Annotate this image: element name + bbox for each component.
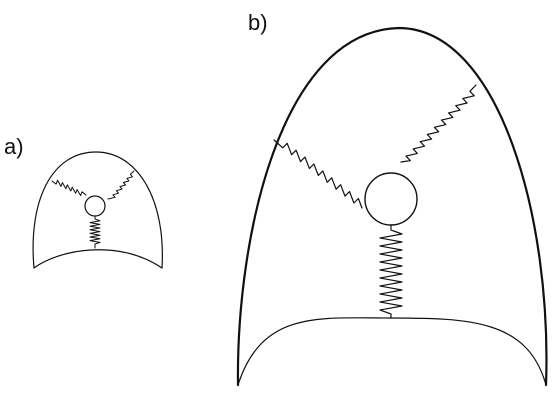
panel-b-ball — [364, 172, 418, 226]
panel-b-shell — [236, 26, 548, 387]
panel-label-b: b) — [248, 10, 268, 35]
panel-a-figure — [32, 151, 163, 269]
panel-a-spring-bottom — [89, 215, 101, 249]
panel-b-base — [237, 317, 547, 386]
panel-a-ball — [84, 195, 106, 217]
panel-a-shell — [32, 151, 163, 269]
panel-b-spring-left — [273, 139, 363, 209]
panel-a-base — [33, 249, 163, 269]
panel-label-a: a) — [4, 134, 24, 159]
panel-a-spring-right — [107, 170, 135, 200]
panel-b-spring-bottom — [379, 224, 403, 319]
panel-a-spring-left — [51, 179, 87, 197]
panel-b-spring-right — [400, 84, 477, 163]
panel-b-figure — [236, 26, 548, 387]
